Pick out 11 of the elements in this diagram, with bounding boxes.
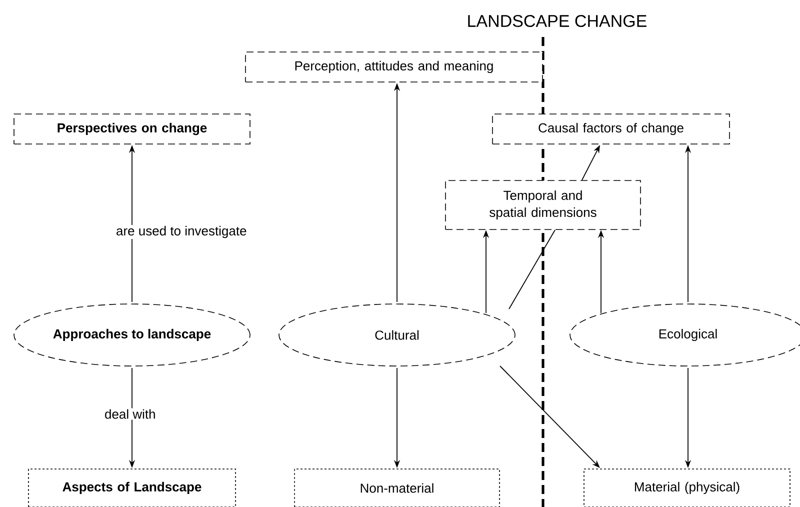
dotted-box: Material (physical) [584,468,790,507]
arrow [500,366,600,468]
dotted-box: Non-material [294,468,500,507]
dotted-box: Aspects of Landscape [28,468,236,507]
dashed-box: Perspectives on change [14,114,250,144]
dashed-box: Causal factors of change [492,114,730,144]
heading: LANDSCAPE CHANGE [468,14,646,28]
edge-label: deal with [104,408,157,420]
dashed-box: Perception, attitudes and meaning [245,52,543,82]
edge-label: are used to investigate [115,224,248,240]
dashed-box: Temporal and spatial dimensions [445,180,641,230]
